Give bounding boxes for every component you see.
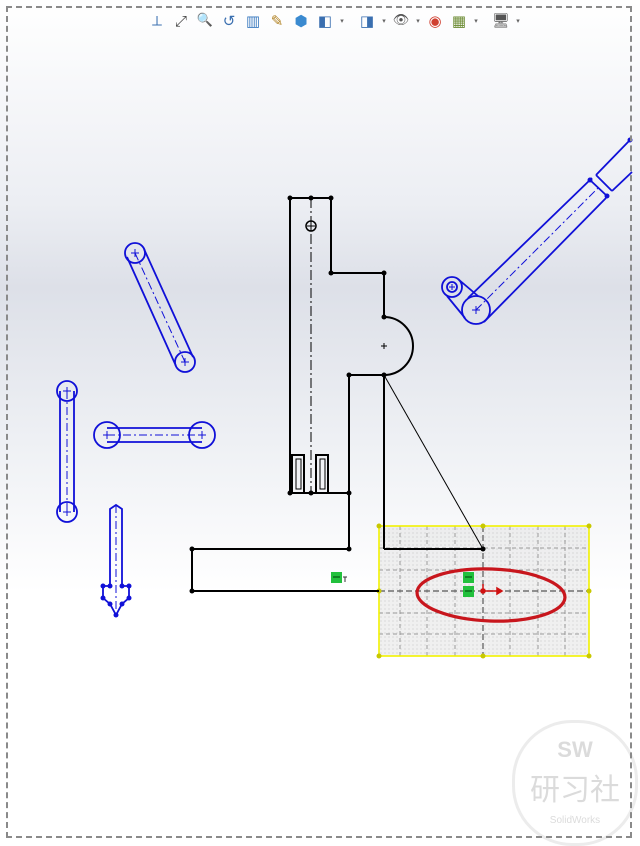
display-style-icon[interactable]: ◧ [317, 12, 333, 30]
arc-center-point[interactable] [381, 343, 387, 349]
zoom-to-area-icon[interactable]: 🔍 [196, 13, 214, 28]
hide-show-items-icon[interactable]: ◨ [359, 12, 375, 30]
hide-show-dropdown-icon[interactable]: ▾ [382, 17, 386, 25]
arm-sketch[interactable] [441, 137, 633, 325]
heads-up-view-toolbar: ⟂ ⤢ 🔍 ↺ ▥ ✎ ⬢ ◧ ▾ ◨ ▾ 👁 ▾ ◉ ▦ ▾ 🖥 ▾ [146, 8, 522, 34]
link-sketch-vertical[interactable] [56, 380, 78, 523]
highlight-ellipse [415, 567, 567, 623]
monitor-dropdown-icon[interactable]: ▾ [516, 17, 520, 25]
sketch-vertices[interactable] [189, 195, 486, 594]
edit-appearance-dropdown-icon[interactable]: ▾ [416, 17, 420, 25]
previous-view-icon[interactable]: ↺ [222, 12, 236, 30]
section-view-icon[interactable]: ▥ [245, 12, 261, 30]
normal-to-icon[interactable]: ⟂ [151, 12, 162, 30]
pusher-sketch[interactable] [100, 503, 132, 618]
dynamic-annotation-icon[interactable]: ✎ [270, 12, 284, 30]
display-style-dropdown-icon[interactable]: ▾ [340, 17, 344, 25]
zoom-to-fit-icon[interactable]: ⤢ [174, 12, 187, 30]
view-settings-dropdown-icon[interactable]: ▾ [474, 17, 478, 25]
sketch-origin-icon[interactable] [480, 584, 504, 596]
display-monitor-icon[interactable]: 🖥 [492, 13, 510, 29]
construction-line[interactable] [383, 374, 484, 550]
link-sketch-horizontal[interactable] [93, 421, 216, 449]
view-orientation-icon[interactable]: ⬢ [294, 12, 308, 30]
apply-scene-icon[interactable]: ◉ [428, 12, 442, 30]
pivot-hole[interactable] [305, 220, 317, 232]
relation-icons-origin[interactable] [463, 572, 474, 597]
view-settings-icon[interactable]: ▦ [451, 12, 467, 30]
coincident-relation-icon[interactable] [331, 572, 347, 583]
slot-features[interactable] [291, 454, 329, 494]
link-sketch-diagonal[interactable] [124, 242, 196, 373]
edit-appearance-icon[interactable]: 👁 [392, 13, 410, 28]
